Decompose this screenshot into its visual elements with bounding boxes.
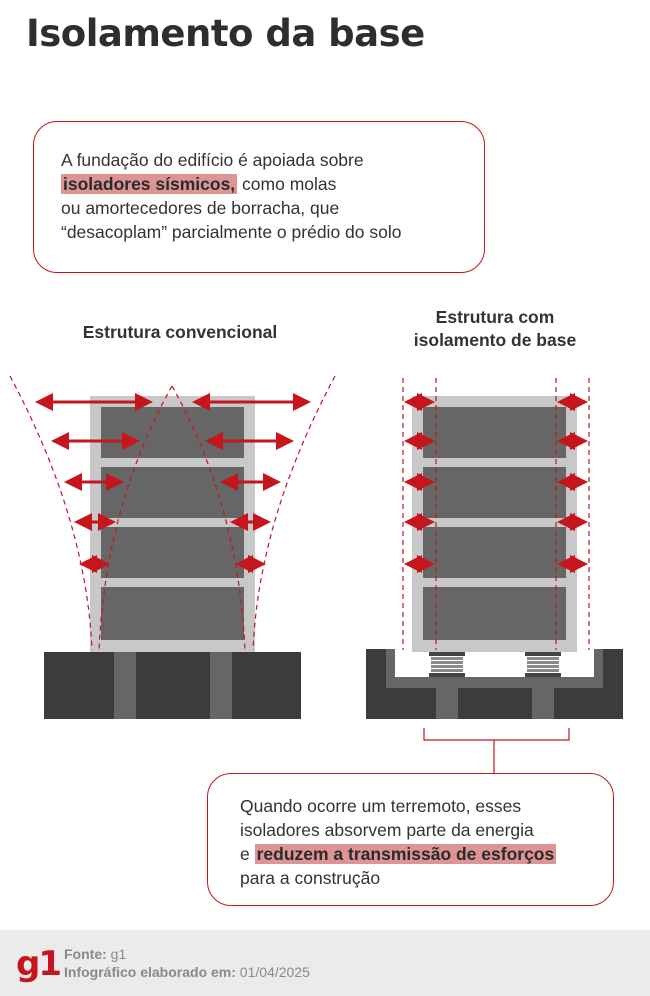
isolator-spring-left [429, 652, 465, 677]
explanation-line-1: Quando ocorre um terremoto, esses [240, 796, 522, 816]
isolated-sway-lines [402, 378, 590, 650]
intro-line-2: isoladores sísmicos, como molas [61, 172, 484, 196]
made-date-credit: Infográfico elaborado em: 01/04/2025 [64, 964, 310, 980]
source-value: g1 [106, 946, 127, 962]
isolators-bracket [423, 728, 570, 773]
footer: g1 Fonte: g1 Infográfico elaborado em: 0… [0, 930, 650, 996]
page-title: Isolamento da base [26, 12, 425, 55]
explanation-line-4: para a construção [240, 868, 381, 888]
sway-line-inner-left [98, 385, 173, 651]
isolated-force-arrows [404, 393, 588, 573]
explanation-highlight: reduzem a transmissão de esforços [254, 844, 557, 864]
explanation-line-3: e reduzem a transmissão de esforços [240, 842, 613, 866]
isolator-spring-right [525, 652, 561, 677]
source-credit: Fonte: g1 [64, 946, 126, 962]
made-value: 01/04/2025 [235, 964, 310, 980]
isolated-floor-4 [423, 587, 566, 640]
intro-callout: A fundação do edifício é apoiada sobre i… [33, 121, 485, 273]
isolated-floor-1 [423, 407, 566, 458]
explanation-line-3-prefix: e [240, 844, 255, 864]
conventional-pillar-right [210, 652, 232, 719]
isolated-pillar-left [436, 676, 458, 719]
conventional-building [44, 396, 301, 719]
label-conventional-structure: Estrutura convencional [82, 322, 278, 342]
conventional-floor-3 [101, 527, 244, 578]
source-label: Fonte: [64, 946, 107, 962]
conventional-ground [44, 652, 301, 719]
conventional-sway-lines [9, 375, 336, 651]
g1-logo: g1 [16, 944, 62, 984]
intro-line-3: ou amortecedores de borracha, que [61, 198, 340, 218]
label-right-line-1: Estrutura com [435, 307, 555, 327]
sway-line-outer-right [252, 375, 336, 651]
intro-line-1: A fundação do edifício é apoiada sobre [61, 150, 364, 170]
isolated-building [366, 396, 623, 719]
isolated-pillar-right [532, 676, 554, 719]
isolated-moat-gap [395, 649, 594, 677]
sway-line-inner-right [171, 385, 246, 651]
isolated-floor-2 [423, 467, 566, 518]
conventional-floor-4 [101, 587, 244, 640]
conventional-floor-1 [101, 407, 244, 458]
made-label: Infográfico elaborado em: [64, 964, 236, 980]
label-right-line-2: isolamento de base [413, 330, 577, 350]
sway-line-outer-left [9, 375, 93, 651]
intro-highlight: isoladores sísmicos, [61, 174, 238, 194]
label-base-isolated-structure: Estrutura com isolamento de base [380, 306, 610, 352]
conventional-force-arrows [35, 393, 311, 573]
structures-diagram [9, 375, 623, 773]
conventional-pillar-left [114, 652, 136, 719]
intro-line-2-rest: como molas [237, 174, 337, 194]
explanation-callout: Quando ocorre um terremoto, esses isolad… [207, 773, 614, 906]
isolated-floor-3 [423, 527, 566, 578]
explanation-line-2: isoladores absorvem parte da energia [240, 820, 534, 840]
intro-line-4: “desacoplam” parcialmente o prédio do so… [61, 222, 402, 242]
conventional-floor-2 [101, 467, 244, 518]
